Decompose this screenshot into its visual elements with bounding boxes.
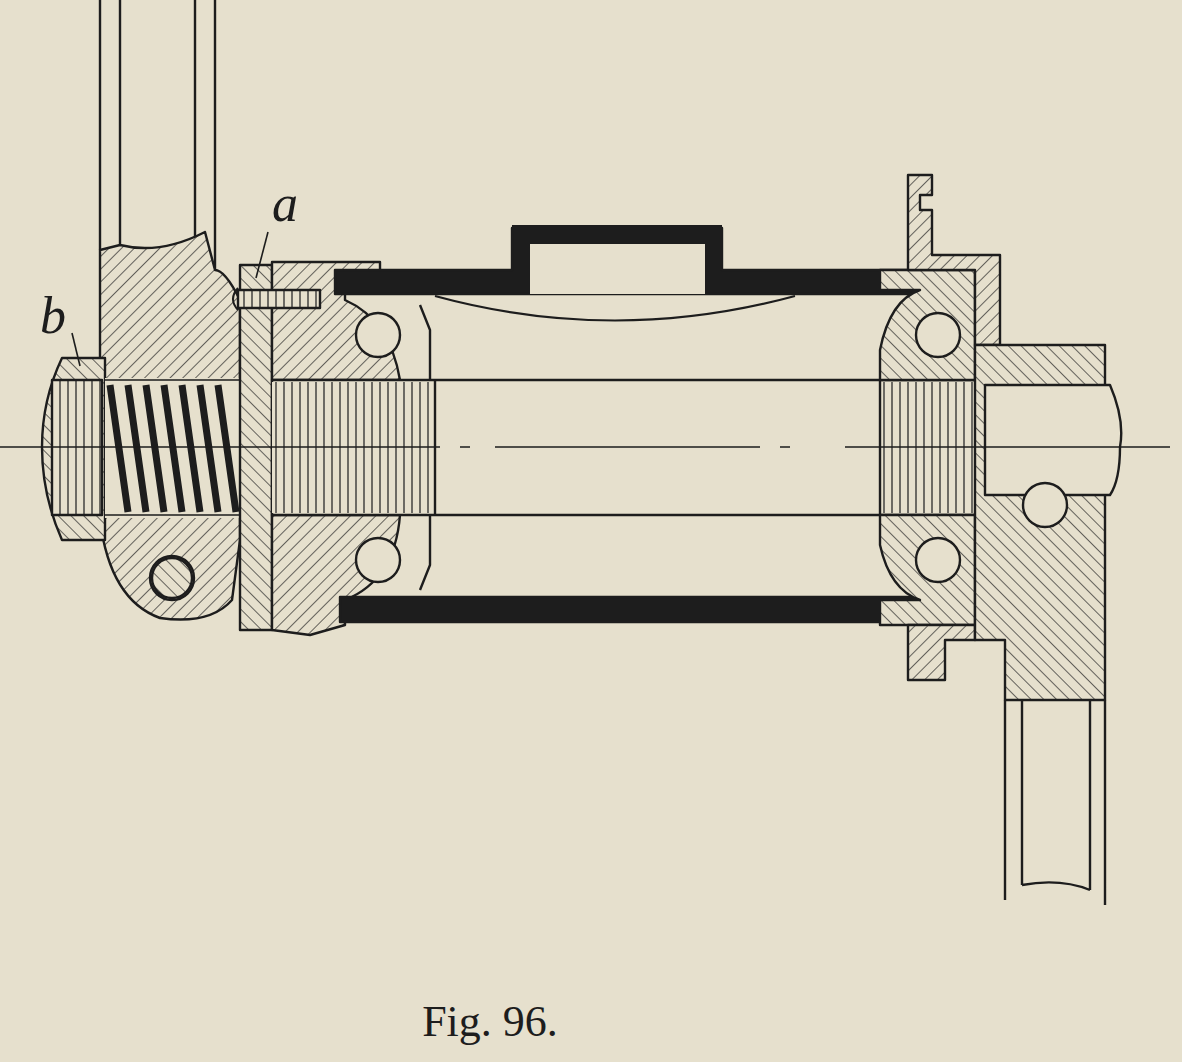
figure-caption: Fig. 96.	[422, 1000, 558, 1044]
part-letter: a	[272, 178, 298, 230]
part-letter: b	[40, 290, 66, 342]
